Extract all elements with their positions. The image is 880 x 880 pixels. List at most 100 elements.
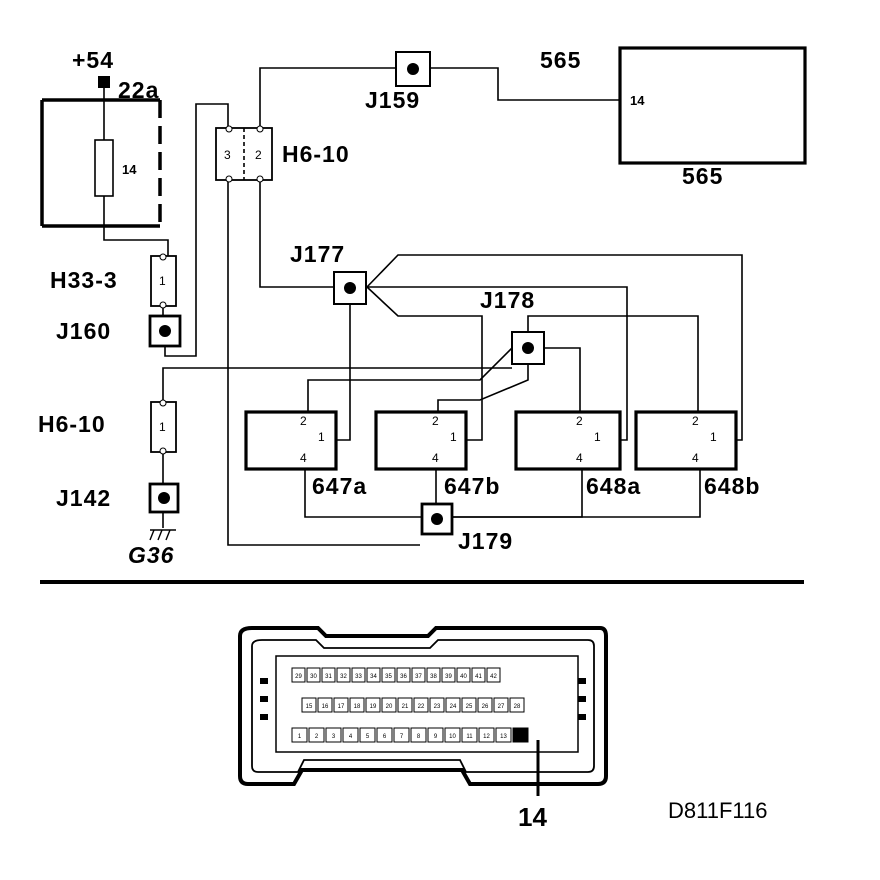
injector-647b-pin4: 4 (432, 451, 439, 465)
j178-splice (511, 331, 545, 365)
injector-648b-box (634, 410, 738, 471)
connector-pin-12 (478, 727, 495, 743)
connector-pin-number: 20 (386, 704, 393, 710)
j160-label: J160 (56, 318, 111, 344)
connector-pin-number: 7 (400, 734, 404, 740)
connector-pin-35 (381, 667, 396, 683)
connector-pin-3 (325, 727, 342, 743)
connector-pin-number: 24 (450, 704, 457, 710)
connector-pin-number: 6 (383, 734, 387, 740)
j177-label: J177 (290, 241, 345, 267)
ecu-565-box (618, 46, 807, 165)
connector-pin-number: 18 (354, 704, 361, 710)
h6-10-bottom-label: H6-10 (38, 411, 106, 437)
injector-647b-pin2: 2 (432, 414, 439, 428)
connector-pin-24 (445, 697, 461, 713)
connector-pin-34 (366, 667, 381, 683)
injector-647a-pin4: 4 (300, 451, 307, 465)
connector-pin-number: 16 (322, 704, 329, 710)
connector-pin-11 (461, 727, 478, 743)
h6-10-top-label: H6-10 (282, 141, 350, 167)
connector-pin-14 (512, 727, 529, 743)
connector-pin-number: 11 (466, 734, 473, 740)
h33-3-connector (150, 253, 177, 309)
connector-pin-number: 2 (315, 734, 319, 740)
j142-label: J142 (56, 485, 111, 511)
j178-label: J178 (480, 287, 535, 313)
connector-pin-number: 25 (466, 704, 473, 710)
injector-647b-box (374, 410, 468, 471)
injector-648a-box (514, 410, 622, 471)
connector-pin-42 (486, 667, 501, 683)
connector-pin-number: 42 (490, 674, 497, 680)
connector-pin-41 (471, 667, 486, 683)
h6-pin2-label: 2 (255, 148, 262, 162)
connector-pin-13 (495, 727, 512, 743)
ground-icon (149, 529, 176, 541)
connector-pin-number: 13 (500, 734, 507, 740)
connector-pin-40 (456, 667, 471, 683)
connector-pin-25 (461, 697, 477, 713)
injector-647b-pin1: 1 (450, 430, 457, 444)
connector-pin-number: 32 (340, 674, 347, 680)
injector-648b-pin1: 1 (710, 430, 717, 444)
connector-pin-28 (509, 697, 525, 713)
injector-648b-pin4: 4 (692, 451, 699, 465)
connector-pin-number: 37 (415, 674, 422, 680)
connector-pin-33 (351, 667, 366, 683)
ground-label: G36 (128, 542, 174, 568)
connector-pin-4 (342, 727, 359, 743)
injector-648b-name: 648b (704, 473, 760, 499)
connector-pin-number: 35 (385, 674, 392, 680)
connector-pin-16 (317, 697, 333, 713)
connector-pin-8 (410, 727, 427, 743)
connector-pin-number: 3 (332, 734, 336, 740)
connector-pin-20 (381, 697, 397, 713)
fuse-icon (94, 139, 114, 197)
injector-647a-pin2: 2 (300, 414, 307, 428)
connector-pin-number: 30 (310, 674, 317, 680)
connector-pin-9 (427, 727, 444, 743)
connector-pin-callout: 14 (518, 802, 547, 832)
connector-pin-19 (365, 697, 381, 713)
connector-pin-17 (333, 697, 349, 713)
connector-pin-number: 9 (434, 734, 438, 740)
connector-pin-number: 15 (306, 704, 313, 710)
connector-pin-number: 19 (370, 704, 377, 710)
injector-648a-pin2: 2 (576, 414, 583, 428)
injector-647a-name: 647a (312, 473, 367, 499)
connector-pin-number: 40 (460, 674, 467, 680)
h6-10-top-connector (215, 125, 273, 183)
connector-pin-29 (291, 667, 306, 683)
connector-pin-2 (308, 727, 325, 743)
connector-pin-27 (493, 697, 509, 713)
j179-label: J179 (458, 528, 513, 554)
connector-pin-number: 26 (482, 704, 489, 710)
figure-code: D811F116 (668, 798, 767, 823)
j159-label: J159 (365, 87, 420, 113)
injector-648a-name: 648a (586, 473, 641, 499)
connector-pin-number: 1 (298, 734, 302, 740)
connector-pin-number: 17 (338, 704, 345, 710)
connector-pin-22 (413, 697, 429, 713)
connector-pin-number: 31 (325, 674, 332, 680)
ecu-bottom-label: 565 (682, 163, 723, 189)
connector-pin-10 (444, 727, 461, 743)
injector-648b-pin2: 2 (692, 414, 699, 428)
connector-pin-number: 27 (498, 704, 505, 710)
j159-splice (395, 51, 431, 87)
connector-pin-number: 33 (355, 674, 362, 680)
j160-splice (148, 314, 182, 348)
fuse-ref-label: 22a (118, 77, 159, 103)
connector-pin-number: 38 (430, 674, 437, 680)
connector-pin-5 (359, 727, 376, 743)
connector-pin-15 (301, 697, 317, 713)
connector-pin-36 (396, 667, 411, 683)
injector-647a-pin1: 1 (318, 430, 325, 444)
connector-pin-number: 36 (400, 674, 407, 680)
fuse-number-label: 14 (122, 162, 137, 177)
